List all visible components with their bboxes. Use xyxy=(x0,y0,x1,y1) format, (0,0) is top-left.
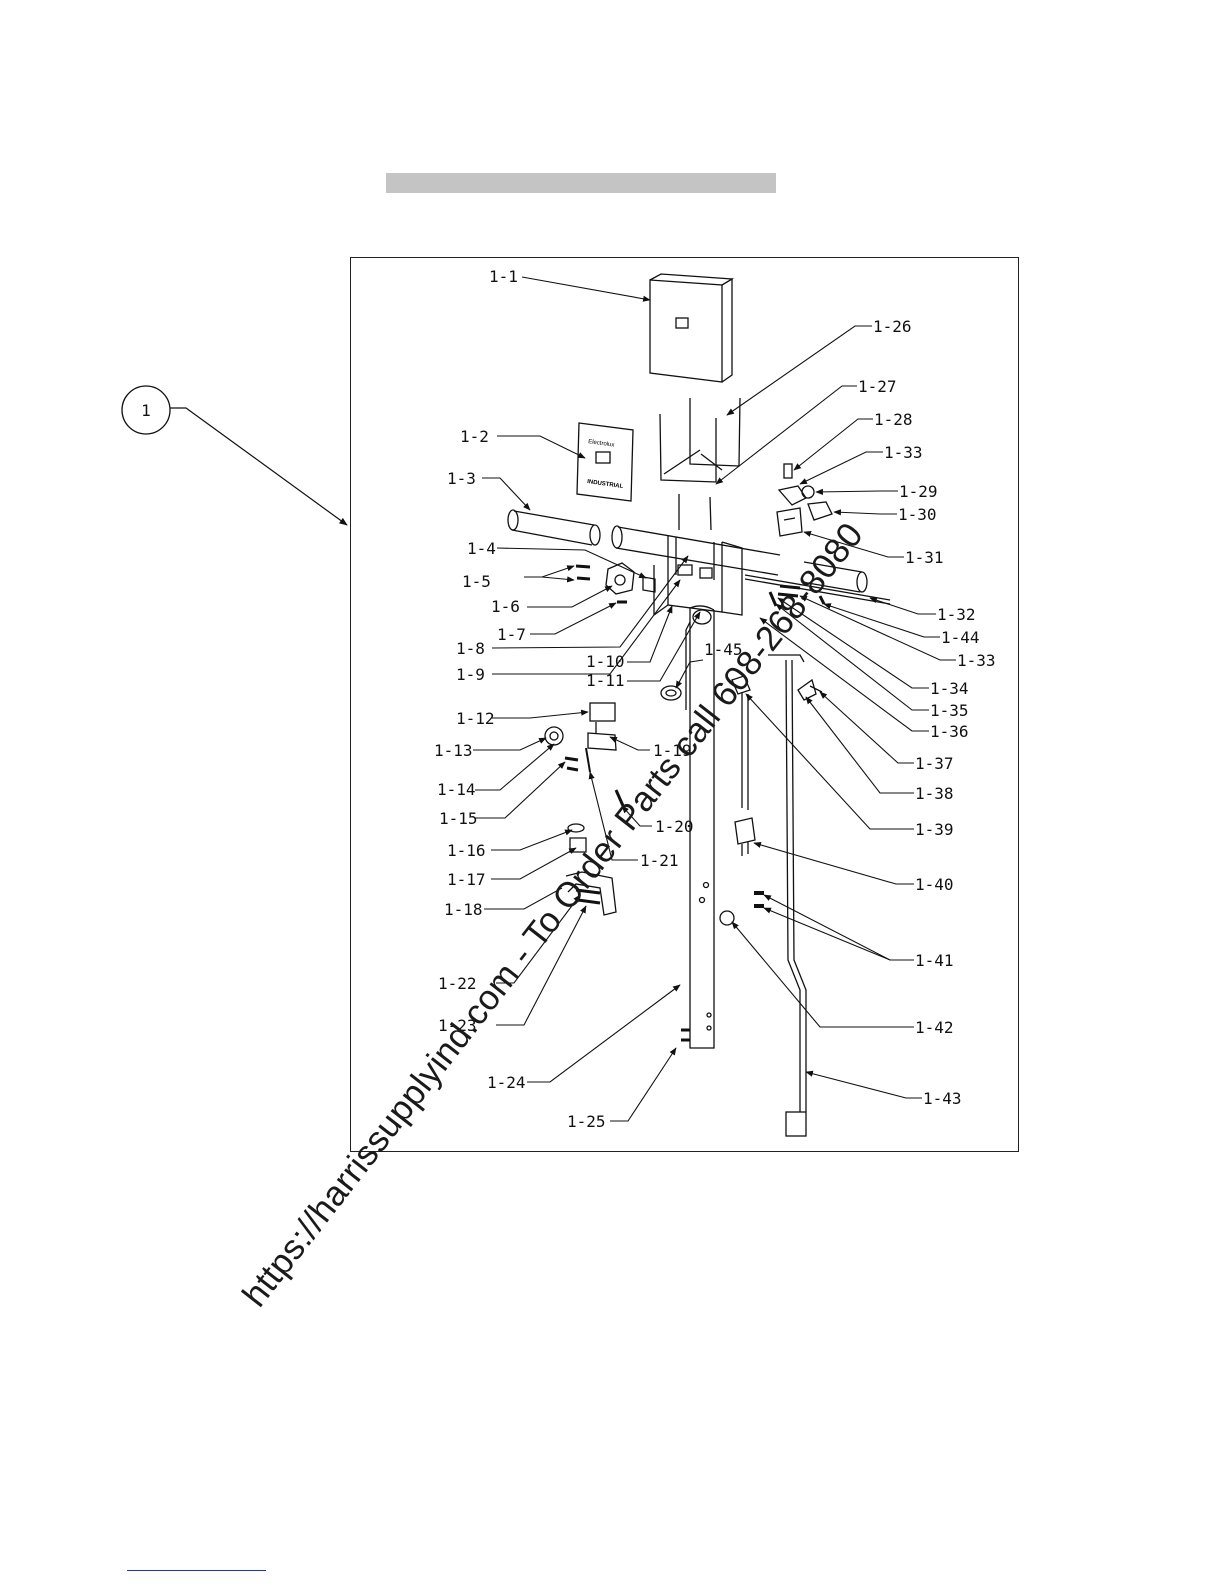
long-rod-part xyxy=(744,574,891,605)
label-1-28: 1-28 xyxy=(874,410,913,429)
label-1-38: 1-38 xyxy=(915,784,954,803)
label-1-32: 1-32 xyxy=(937,605,976,624)
label-1-10: 1-10 xyxy=(586,652,625,671)
assembly-callout-label: 1 xyxy=(141,401,151,420)
label-1-29: 1-29 xyxy=(899,482,938,501)
label-1-3: 1-3 xyxy=(447,469,476,488)
label-1-8: 1-8 xyxy=(456,639,485,658)
washer-part xyxy=(567,823,585,833)
bracket-part xyxy=(587,722,617,751)
label-1-41: 1-41 xyxy=(915,951,954,970)
label-1-25: 1-25 xyxy=(567,1112,606,1131)
label-1-44: 1-44 xyxy=(941,628,980,647)
right-tube-part xyxy=(801,561,868,593)
label-1-6: 1-6 xyxy=(491,597,520,616)
probe-part xyxy=(731,675,756,856)
label-1-5: 1-5 xyxy=(462,572,491,591)
nameplate-brand: Electrolux xyxy=(588,439,615,449)
label-1-21: 1-21 xyxy=(640,851,679,870)
assembly-callout-circle xyxy=(121,385,171,435)
label-1-7: 1-7 xyxy=(497,625,526,644)
parts-drawing xyxy=(507,273,891,1137)
label-1-2: 1-2 xyxy=(460,427,489,446)
cover-box-part xyxy=(649,273,735,383)
label-1-9: 1-9 xyxy=(456,665,485,684)
label-1-35: 1-35 xyxy=(930,701,969,720)
label-1-31: 1-31 xyxy=(905,548,944,567)
plate-part xyxy=(642,576,656,593)
label-1-43: 1-43 xyxy=(923,1089,962,1108)
diagram-frame xyxy=(350,257,1019,1152)
label-1-12: 1-12 xyxy=(456,709,495,728)
small-plate-part xyxy=(589,702,616,722)
label-1-26: 1-26 xyxy=(873,317,912,336)
label-1-1: 1-1 xyxy=(489,267,518,286)
footer-link-underline[interactable] xyxy=(127,1570,266,1571)
label-1-16: 1-16 xyxy=(447,841,486,860)
knob-part xyxy=(544,726,564,746)
leader-lines xyxy=(473,276,956,1122)
label-1-23: 1-23 xyxy=(438,1016,477,1035)
screw-part-1-20 xyxy=(614,789,626,809)
grommet-part xyxy=(660,685,682,701)
title-bar-redacted xyxy=(386,173,776,193)
part-labels: 1-1 1-2 1-3 1-4 1-5 1-6 1-7 1-8 1-9 1-10… xyxy=(434,267,996,1131)
rod-part-right xyxy=(709,496,712,531)
label-1-36: 1-36 xyxy=(930,722,969,741)
main-post-part xyxy=(685,605,715,1049)
label-1-33-bottom: 1-33 xyxy=(957,651,996,670)
heating-element-part xyxy=(659,397,741,483)
assembly-callout-leader xyxy=(170,407,348,526)
label-1-19: 1-19 xyxy=(653,741,692,760)
label-1-34: 1-34 xyxy=(930,679,969,698)
left-tube-part xyxy=(507,509,601,546)
label-1-37: 1-37 xyxy=(915,754,954,773)
label-1-27: 1-27 xyxy=(858,377,897,396)
label-1-15: 1-15 xyxy=(439,809,478,828)
label-1-14: 1-14 xyxy=(437,780,476,799)
label-1-13: 1-13 xyxy=(434,741,473,760)
nameplate-line: INDUSTRIAL xyxy=(587,479,624,490)
label-1-45: 1-45 xyxy=(704,640,743,659)
label-1-11: 1-11 xyxy=(586,671,625,690)
label-1-33-top: 1-33 xyxy=(884,443,923,462)
screw-parts xyxy=(575,564,591,581)
label-1-40: 1-40 xyxy=(915,875,954,894)
frame-bracket-part xyxy=(611,525,781,617)
label-1-39: 1-39 xyxy=(915,820,954,839)
label-1-24: 1-24 xyxy=(487,1073,526,1092)
label-1-4: 1-4 xyxy=(467,539,496,558)
label-1-17: 1-17 xyxy=(447,870,486,889)
label-1-22: 1-22 xyxy=(438,974,477,993)
label-1-30: 1-30 xyxy=(898,505,937,524)
fuse-holder-parts xyxy=(776,463,833,537)
nameplate-part xyxy=(576,422,634,502)
label-1-20: 1-20 xyxy=(655,817,694,836)
switch-part xyxy=(605,562,635,595)
label-1-18: 1-18 xyxy=(444,900,483,919)
label-1-42: 1-42 xyxy=(915,1018,954,1037)
lead-wire-part xyxy=(768,654,807,1137)
mount-bracket-part xyxy=(565,871,617,916)
